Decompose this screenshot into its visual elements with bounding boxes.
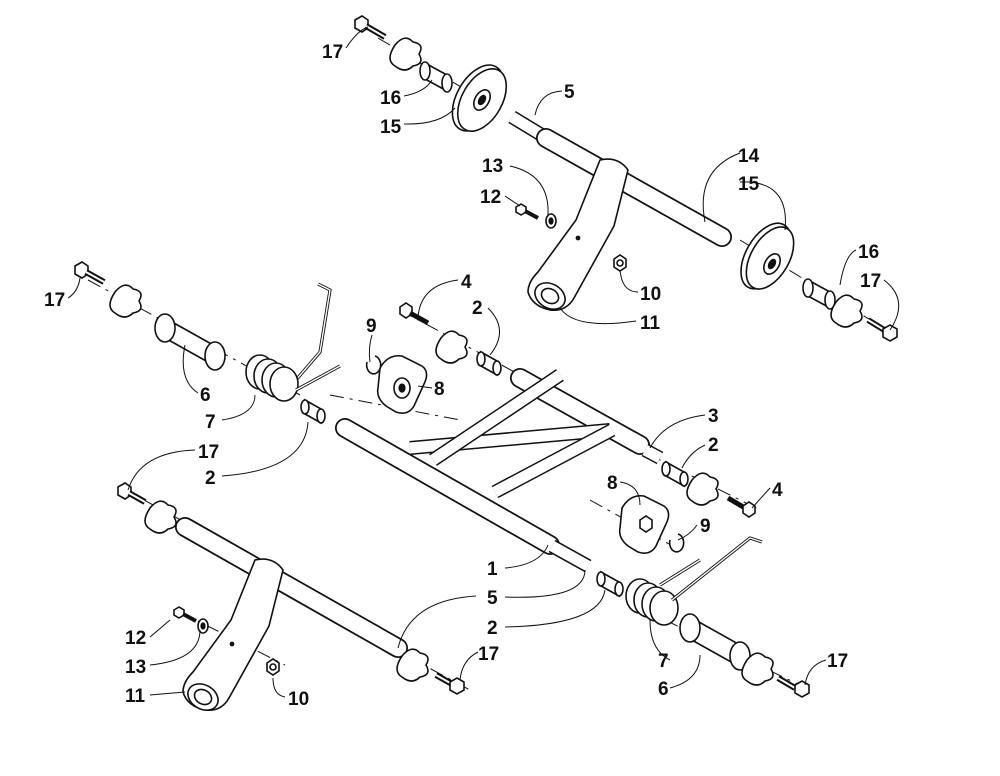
callout-5-bottom: 5 [487, 588, 498, 609]
callout-10-top: 10 [640, 284, 661, 305]
leader-lines [67, 26, 900, 698]
bushing-2-top [476, 350, 502, 377]
callout-2-right: 2 [708, 435, 719, 456]
spring-7-left [245, 282, 341, 402]
callout-6-left: 6 [200, 385, 211, 406]
callout-17-top: 17 [322, 42, 343, 63]
star-washer-mid [144, 500, 177, 534]
bolt-12-top [515, 203, 539, 220]
lower-idler-shaft-assembly [117, 482, 465, 712]
frame-tubes [335, 368, 664, 573]
nut-10-bottom [266, 658, 280, 676]
star-washer-right [830, 294, 863, 328]
upper-arm [527, 158, 629, 312]
callout-15-right: 15 [738, 174, 760, 195]
bracket-8-top [376, 354, 428, 414]
upper-shaft [508, 111, 732, 247]
lower-shaft [175, 517, 408, 658]
upper-idler-shaft-assembly [354, 15, 898, 342]
callout-13-bottom: 13 [125, 657, 146, 678]
right-spring-assembly [625, 536, 810, 698]
callout-1: 1 [487, 559, 498, 580]
callout-17-right-top: 17 [860, 271, 881, 292]
bushing-2-bottom [596, 570, 624, 598]
callout-2-bottom: 2 [487, 618, 498, 639]
callout-12-top: 12 [480, 187, 501, 208]
callout-4-top: 4 [461, 272, 472, 293]
star-washer-top [389, 37, 422, 71]
idler-wheel-top [451, 64, 508, 132]
spacer-right [802, 278, 836, 310]
bolt-17-bottom [434, 672, 465, 695]
callout-15-top: 15 [380, 117, 402, 138]
callout-16-right: 16 [858, 242, 879, 263]
left-spring-assembly [74, 261, 341, 402]
bushing-2-right [661, 460, 689, 488]
callout-10-bottom: 10 [288, 689, 309, 710]
clip-9-top [365, 355, 382, 375]
center-frame-assembly [300, 302, 756, 598]
callout-11-bottom: 11 [125, 686, 146, 707]
star-washer-4-top [435, 330, 468, 364]
star-washer-4-right [686, 472, 719, 506]
bolt-right-top [866, 317, 898, 342]
washer-13-bottom-hole [200, 622, 206, 630]
callout-12-bottom: 12 [125, 628, 146, 649]
callout-13-top: 13 [482, 156, 503, 177]
callout-8-right: 8 [607, 473, 618, 494]
callout-6-right: 6 [658, 679, 669, 700]
bolt-4-top [399, 302, 430, 326]
callout-9-top: 9 [366, 316, 377, 337]
bolt-top [354, 15, 387, 40]
spacer-6-left [154, 313, 226, 371]
nut-10-top [613, 254, 627, 272]
bracket-8-right [618, 494, 670, 554]
clip-9-right [668, 533, 685, 553]
callout-17-bottom: 17 [478, 644, 499, 665]
spacer-top [419, 61, 453, 93]
callout-5-top: 5 [564, 82, 575, 103]
callout-7-left: 7 [205, 412, 216, 433]
callout-2-left: 2 [205, 468, 216, 489]
callout-labels: 17 16 15 5 14 15 16 17 13 12 10 11 17 6 … [44, 42, 881, 710]
bolt-12-bottom [173, 606, 197, 623]
callout-17-bottom-right: 17 [827, 651, 848, 672]
callout-17-left: 17 [44, 290, 65, 311]
star-washer-bottom [396, 648, 429, 682]
callout-2-top: 2 [472, 298, 483, 319]
lower-arm [182, 558, 284, 712]
callout-8-top: 8 [434, 379, 445, 400]
star-washer-right-bottom [741, 652, 774, 686]
callout-3: 3 [708, 406, 719, 427]
callout-16-top: 16 [380, 88, 401, 109]
bushing-2-left [300, 398, 326, 425]
bolt-17-left [74, 261, 106, 285]
spring-7-right [625, 536, 763, 626]
bolt-4-right [726, 495, 756, 518]
callout-7-right: 7 [658, 651, 669, 672]
star-washer-left [109, 284, 142, 318]
washer-13-top-hole [548, 217, 554, 225]
bolt-17-mid [117, 482, 147, 505]
bolt-17-right-bottom [776, 675, 810, 698]
callout-9-right: 9 [700, 516, 711, 537]
spacer-6-right [679, 613, 751, 671]
callout-11-top: 11 [640, 313, 661, 334]
callout-14: 14 [738, 146, 760, 167]
callout-4-right: 4 [772, 480, 783, 501]
callout-17-mid: 17 [198, 442, 219, 463]
idler-wheel-right [740, 222, 795, 290]
